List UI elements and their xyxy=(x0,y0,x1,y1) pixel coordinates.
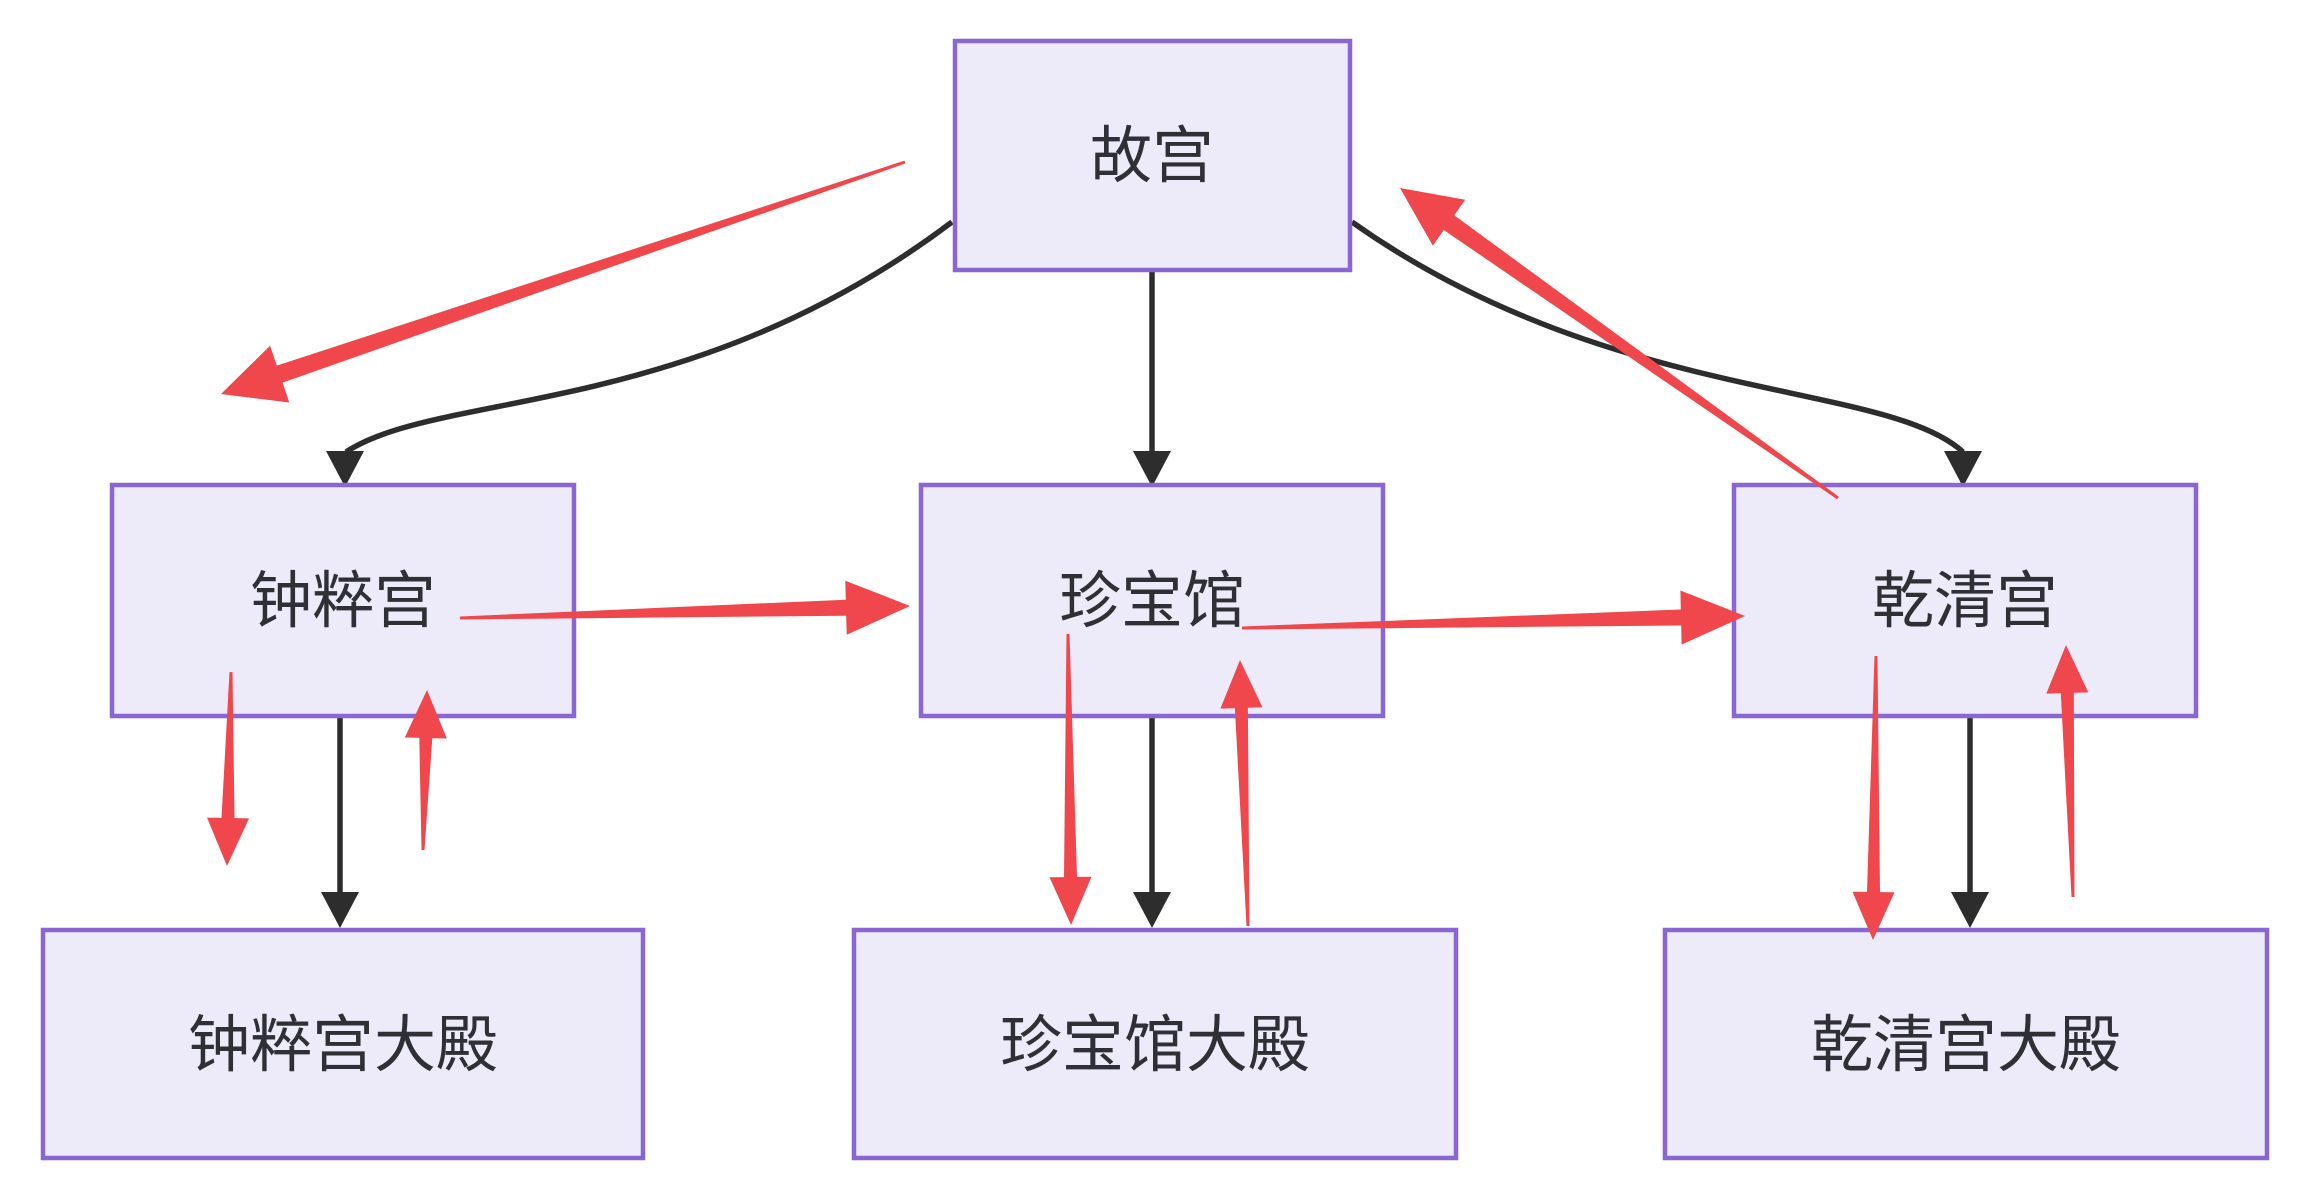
edge-curve xyxy=(1350,219,1965,455)
node-box-qianqinggong-hall xyxy=(1662,927,2270,1161)
edge-gugong-zhenbaoguan xyxy=(1133,270,1171,487)
red-arrow-3-hall-to-zhongcuigong xyxy=(404,690,447,850)
node-box-gugong xyxy=(952,38,1353,273)
edge-gugong-zhongcuigong xyxy=(326,219,954,487)
edge-curve xyxy=(344,219,954,455)
edge-zhongcuigong-hall xyxy=(321,716,359,928)
node-label-qianqinggong-hall: 乾清宫大殿 xyxy=(1811,1011,2121,1080)
red-arrow-2-zhongcuigong-to-hall xyxy=(207,672,249,866)
red-arrow-7-zhenbaoguan-to-qianqinggong xyxy=(1242,590,1745,645)
node-box-zhongcuigong-hall xyxy=(40,927,646,1161)
edge-arrowhead xyxy=(1944,451,1982,487)
node-zhenbaoguan-hall: 珍宝馆大殿 xyxy=(851,927,1459,1161)
red-arrow-9-hall-to-qianqinggong xyxy=(2046,645,2089,897)
node-box-zhenbaoguan-hall xyxy=(851,927,1459,1161)
node-box-qianqinggong xyxy=(1731,482,2199,719)
red-arrow-10-qianqinggong-to-gugong xyxy=(1400,188,1839,500)
tree-edges xyxy=(321,219,1989,928)
node-label-zhongcuigong-hall: 钟粹宫大殿 xyxy=(188,1011,498,1080)
node-box-zhongcuigong xyxy=(109,482,577,719)
red-arrow-4-zhongcuigong-to-zhenbaoguan xyxy=(460,580,910,635)
nodes: 故宫 钟粹宫 珍宝馆 乾清宫 钟粹宫大殿 珍宝馆大殿 乾清宫大殿 xyxy=(40,38,2270,1161)
node-zhenbaoguan: 珍宝馆 xyxy=(918,482,1386,719)
red-arrow-6-hall-to-zhenbaoguan xyxy=(1220,660,1263,926)
edge-qianqinggong-hall xyxy=(1951,716,1989,928)
edge-arrowhead xyxy=(1133,451,1171,487)
edge-arrowhead xyxy=(1951,892,1989,928)
node-label-zhenbaoguan: 珍宝馆 xyxy=(1059,567,1245,636)
node-zhongcuigong-hall: 钟粹宫大殿 xyxy=(40,927,646,1161)
red-arrow-8-qianqinggong-to-hall xyxy=(1852,656,1895,940)
node-qianqinggong-hall: 乾清宫大殿 xyxy=(1662,927,2270,1161)
node-qianqinggong: 乾清宫 xyxy=(1731,482,2199,719)
red-arrow-5-zhenbaoguan-to-hall xyxy=(1049,634,1092,925)
edge-arrowhead xyxy=(1133,892,1171,928)
node-label-gugong: 故宫 xyxy=(1090,122,1214,191)
red-arrow-1-gugong-to-zhongcuigong xyxy=(221,160,906,403)
node-label-zhongcuigong: 钟粹宫 xyxy=(250,567,436,636)
node-label-zhenbaoguan-hall: 珍宝馆大殿 xyxy=(1000,1011,1310,1080)
edge-arrowhead xyxy=(326,451,364,487)
edge-arrowhead xyxy=(321,892,359,928)
node-zhongcuigong: 钟粹宫 xyxy=(109,482,577,719)
node-gugong: 故宫 xyxy=(952,38,1353,273)
node-box-zhenbaoguan xyxy=(918,482,1386,719)
traversal-arrows xyxy=(207,160,2089,940)
edge-zhenbaoguan-hall xyxy=(1133,716,1171,928)
node-label-qianqinggong: 乾清宫 xyxy=(1872,567,2058,636)
edge-gugong-qianqinggong xyxy=(1350,219,1982,487)
